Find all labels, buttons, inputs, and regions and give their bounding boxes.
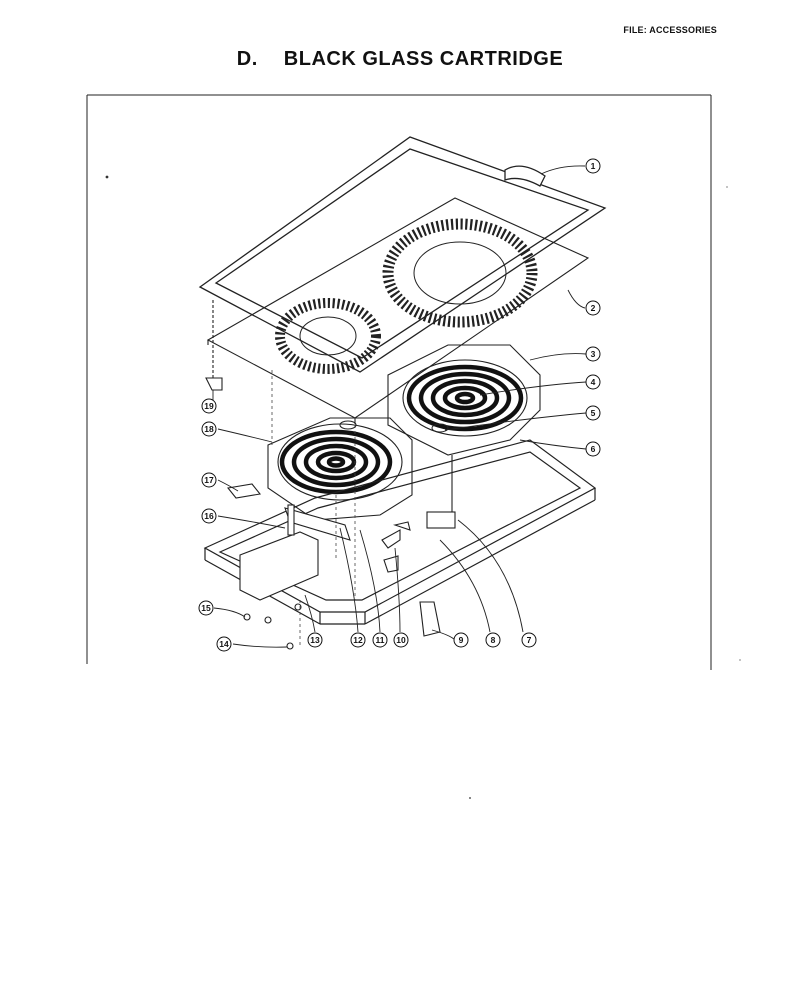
svg-text:5: 5	[591, 408, 596, 418]
callout-15: 15	[198, 600, 214, 616]
svg-text:7: 7	[527, 635, 532, 645]
callout-17: 17	[201, 472, 217, 488]
svg-text:9: 9	[459, 635, 464, 645]
svg-text:16: 16	[204, 511, 214, 521]
callout-4: 4	[585, 374, 601, 390]
glass-burner-patterns	[275, 218, 538, 374]
terminal-blocks	[239, 504, 351, 601]
file-label: FILE: ACCESSORIES	[623, 25, 717, 35]
callout-labels: 1 2 3 4 5 6 7 8 9 10 11 12 13 14 15 16 1…	[198, 158, 601, 652]
callout-7: 7	[521, 632, 537, 648]
callout-8: 8	[485, 632, 501, 648]
part-5-coil-terminal	[431, 423, 449, 433]
part-19-clip	[205, 300, 223, 391]
svg-text:15: 15	[201, 603, 211, 613]
svg-text:6: 6	[591, 444, 596, 454]
screws	[243, 603, 302, 650]
svg-text:8: 8	[491, 635, 496, 645]
part-2-glass-top	[206, 197, 590, 424]
svg-text:12: 12	[353, 635, 363, 645]
callout-3: 3	[585, 346, 601, 362]
svg-text:14: 14	[219, 639, 229, 649]
callout-2: 2	[585, 300, 601, 316]
svg-text:13: 13	[310, 635, 320, 645]
part-4-right-coil	[406, 364, 524, 432]
callout-1: 1	[585, 158, 601, 174]
callout-10: 10	[393, 632, 409, 648]
part-1-frame-trim	[198, 136, 607, 373]
mounting-hardware	[381, 455, 456, 637]
svg-text:1: 1	[591, 161, 596, 171]
diagram-frame	[86, 94, 712, 670]
svg-text:17: 17	[204, 475, 214, 485]
callout-12: 12	[350, 632, 366, 648]
alignment-lines	[271, 370, 356, 645]
svg-text:2: 2	[591, 303, 596, 313]
section-letter: D.	[236, 48, 258, 70]
svg-text:18: 18	[204, 424, 214, 434]
left-coil	[279, 429, 393, 495]
callout-14: 14	[216, 636, 232, 652]
page-title: D. BLACK GLASS CARTRIDGE	[0, 48, 800, 71]
scan-specks	[105, 175, 741, 799]
callout-6: 6	[585, 441, 601, 457]
part-17-bracket	[226, 483, 262, 499]
callout-18: 18	[201, 421, 217, 437]
svg-text:4: 4	[591, 377, 596, 387]
part-18-left-pan	[267, 417, 413, 521]
callout-11: 11	[372, 632, 388, 648]
callout-19: 19	[201, 398, 217, 414]
leader-lines	[212, 165, 587, 648]
part-6-chassis	[203, 439, 597, 625]
callout-9: 9	[453, 632, 469, 648]
section-title: BLACK GLASS CARTRIDGE	[283, 48, 564, 70]
svg-text:3: 3	[591, 349, 596, 359]
callout-13: 13	[307, 632, 323, 648]
callout-16: 16	[201, 508, 217, 524]
part-3-right-pan	[387, 344, 541, 456]
callout-5: 5	[585, 405, 601, 421]
svg-text:19: 19	[204, 401, 214, 411]
svg-text:11: 11	[376, 635, 385, 645]
svg-text:10: 10	[396, 635, 406, 645]
